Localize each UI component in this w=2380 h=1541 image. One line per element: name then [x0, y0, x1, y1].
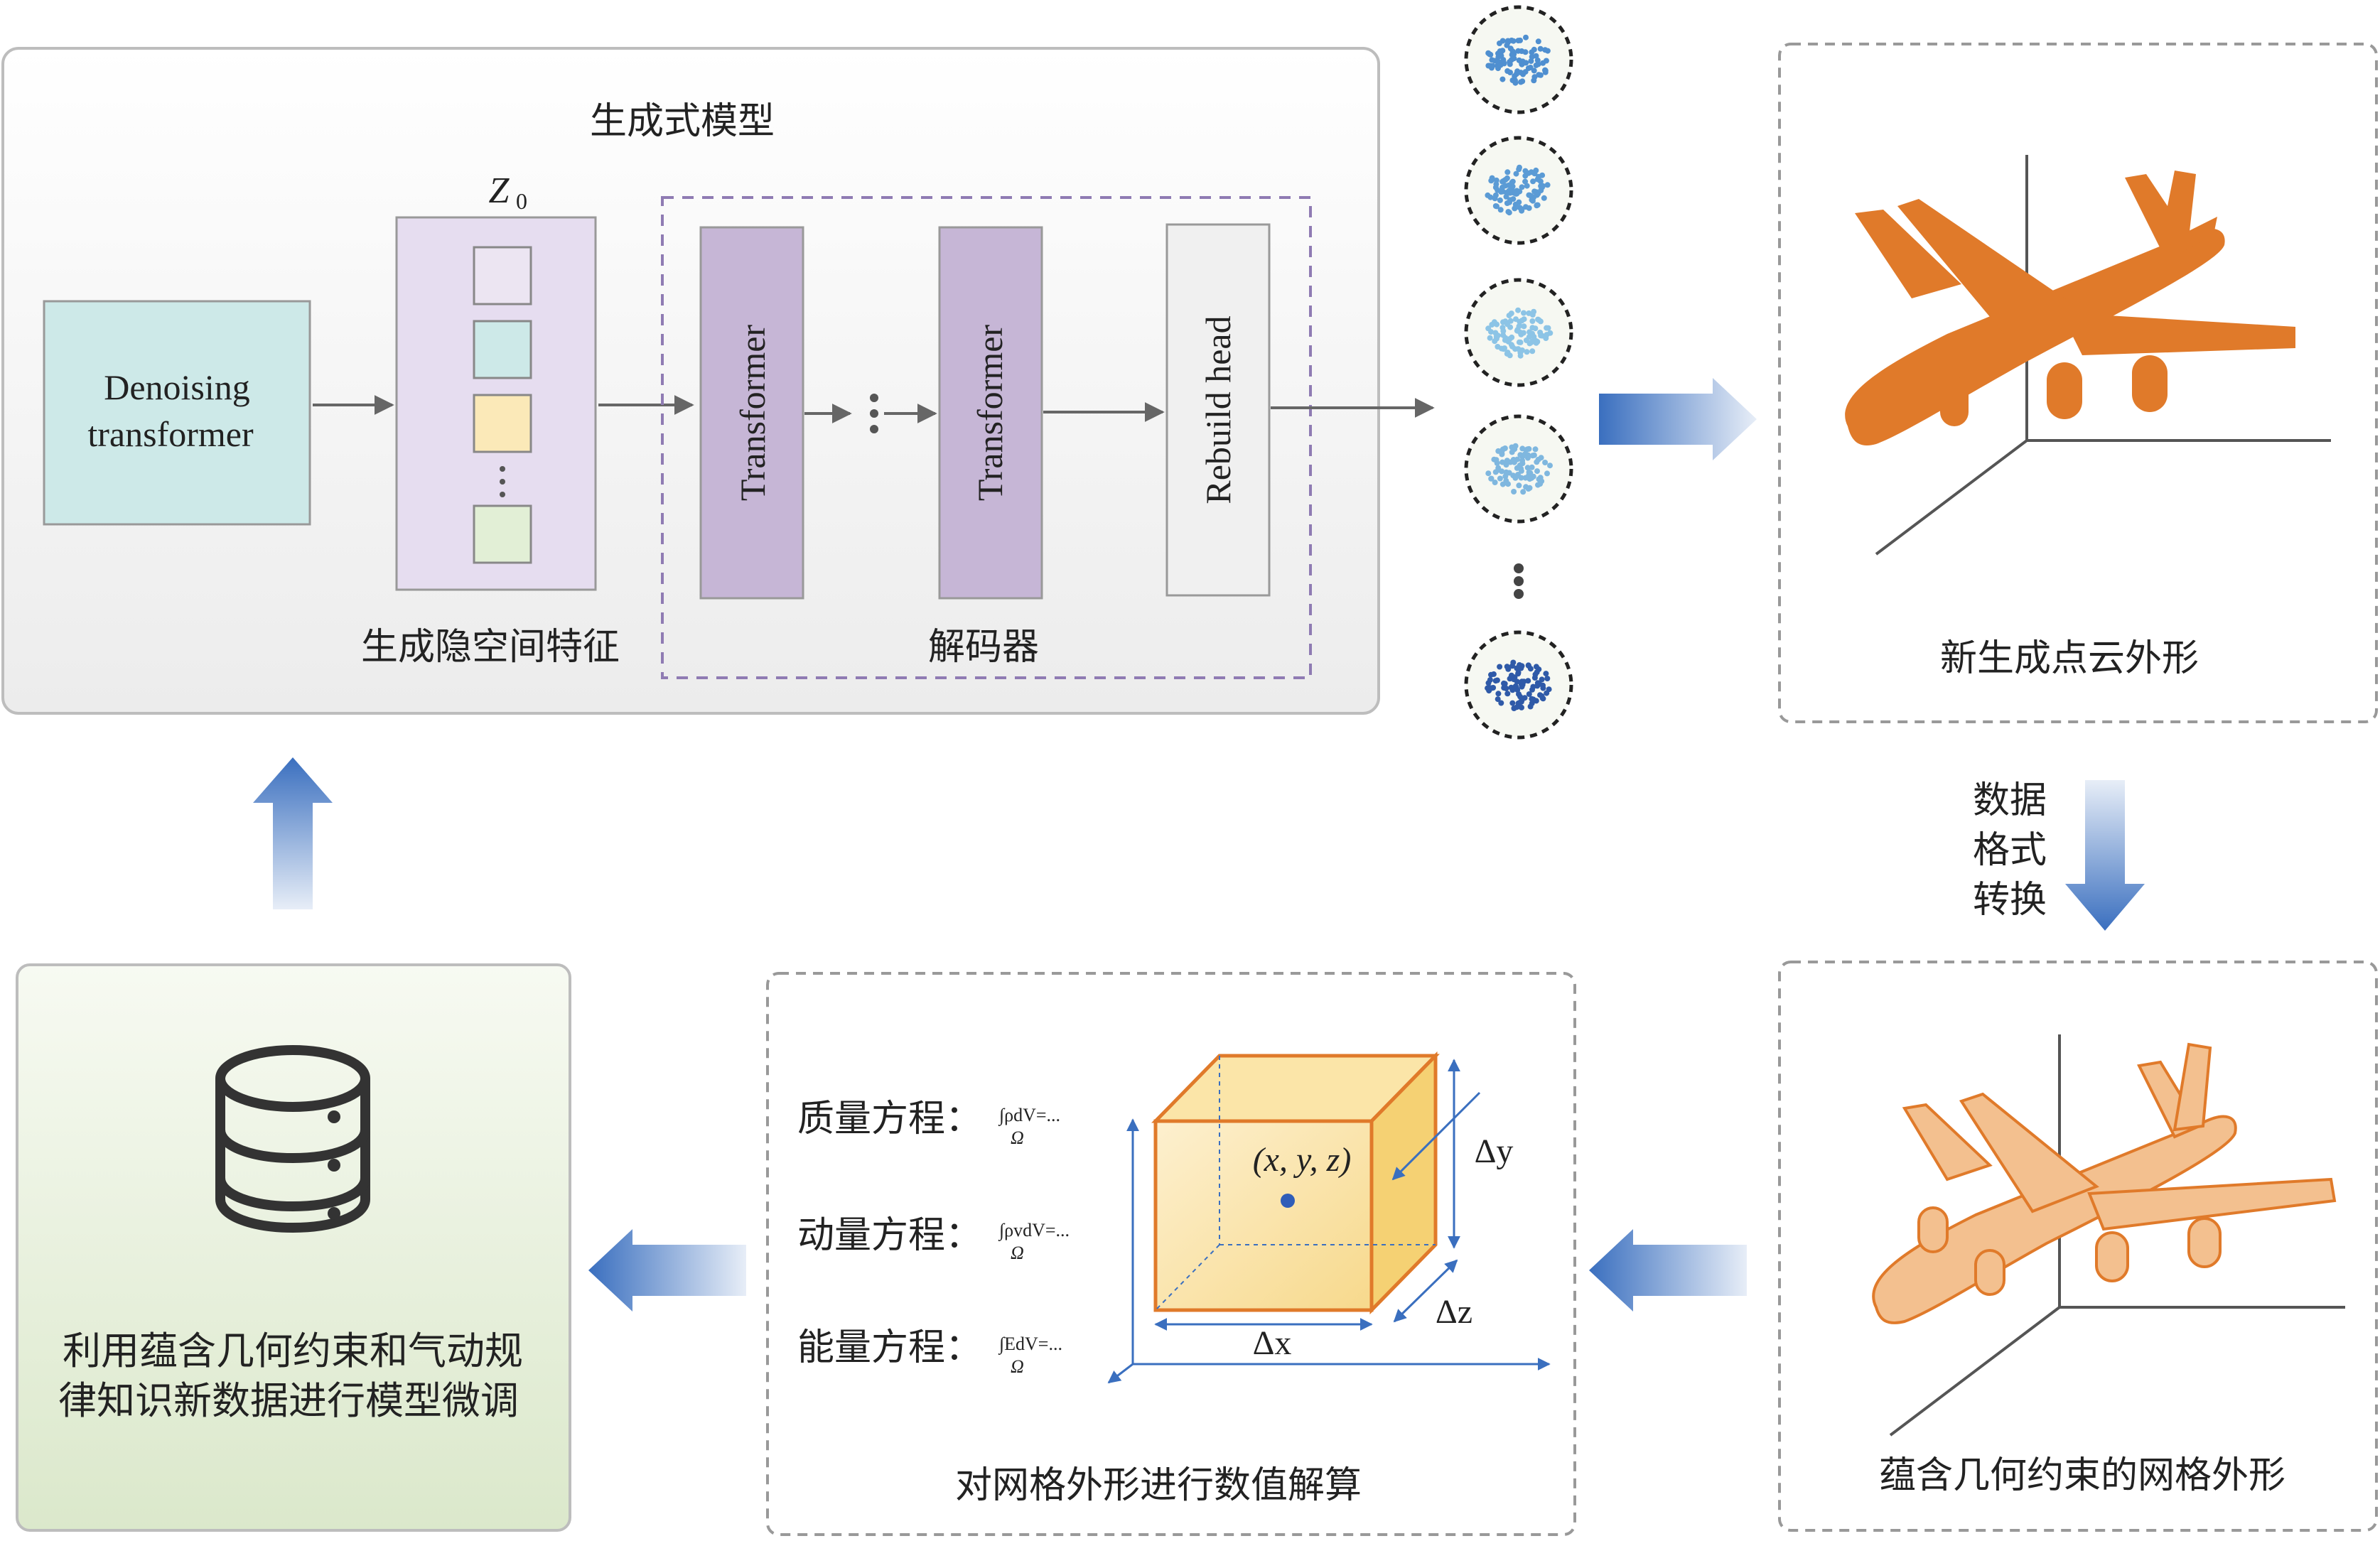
eq2-label: 动量方程： [797, 1214, 982, 1257]
denoising-label-line2: transformer [87, 414, 254, 454]
eq1-domain: Ω [1011, 1128, 1024, 1148]
dz-label: Δz [1436, 1293, 1472, 1331]
eq3-formula: ∫EdV=... [998, 1334, 1062, 1355]
arrow-down [2065, 780, 2145, 931]
denoising-transformer-block: Denoising transformer [43, 300, 311, 526]
numerical-solving-panel: 质量方程： ∫ρdV=... Ω 动量方程： ∫ρvdV=... Ω 能量方程：… [766, 972, 1576, 1536]
transformer-block-1 [699, 226, 804, 600]
eq3-domain: Ω [1011, 1356, 1024, 1377]
transformer-block-2 [938, 226, 1043, 600]
generative-model-title: 生成式模型 [590, 100, 775, 143]
latent-subscript: 0 [516, 188, 527, 214]
denoising-label-line1: Denoising [104, 367, 250, 407]
dx-label: Δx [1253, 1324, 1292, 1362]
arrow-left-to-numerical [1589, 1229, 1747, 1312]
airplane-point-cloud-icon [1845, 171, 2295, 446]
transformer-label-2: Transformer [970, 325, 1010, 501]
eq2-domain: Ω [1011, 1243, 1024, 1263]
finetune-line2: 律知识新数据进行模型微调 [58, 1378, 519, 1423]
center-point [1281, 1194, 1295, 1208]
finetune-panel: 利用蕴含几何约束和气动规 律知识新数据进行模型微调 [16, 963, 571, 1532]
conversion-line3: 转换 [1973, 879, 2047, 921]
decoder-block: Transformer Transformer Rebuild head 解码器 [661, 196, 1312, 679]
rebuild-head-block [1165, 223, 1271, 597]
database-icon [215, 1045, 370, 1233]
cube-axes [1107, 1118, 1551, 1384]
latent-cell [473, 246, 532, 306]
rebuild-head-label: Rebuild head [1198, 315, 1238, 504]
latent-cell [473, 394, 532, 453]
airplane-mesh-icon [1872, 1042, 2337, 1324]
arrow-left-to-finetune [588, 1229, 746, 1312]
latent-features-block: Z 0 生成隐空间特征 [361, 171, 620, 669]
latent-cell [473, 320, 532, 379]
format-conversion: 数据 格式 转换 [1973, 779, 2145, 931]
arrow-up [253, 757, 333, 909]
eq1-label: 质量方程： [797, 1098, 982, 1140]
conversion-line2: 格式 [1973, 829, 2047, 872]
arrow-right-to-new-cloud [1599, 378, 1757, 460]
decoder-caption: 解码器 [928, 626, 1039, 669]
eq1-formula: ∫ρdV=... [998, 1105, 1060, 1126]
eq2-formula: ∫ρvdV=... [998, 1220, 1070, 1241]
new-point-cloud-panel: 新生成点云外形 [1778, 43, 2378, 723]
latent-symbol: Z [489, 171, 510, 211]
finetune-line1: 利用蕴含几何约束和气动规 [63, 1329, 523, 1373]
latent-cell [473, 504, 532, 564]
conversion-line1: 数据 [1973, 779, 2047, 822]
numerical-caption: 对网格外形进行数值解算 [955, 1464, 1362, 1507]
mesh-caption: 蕴含几何约束的网格外形 [1879, 1454, 2285, 1497]
transformer-label-1: Transformer [733, 325, 772, 501]
latent-caption: 生成隐空间特征 [361, 626, 620, 669]
point-label: (x, y, z) [1253, 1141, 1352, 1179]
control-volume-cube: (x, y, z) [1151, 1051, 1481, 1315]
new-cloud-caption: 新生成点云外形 [1940, 637, 2199, 680]
mesh-panel: 蕴含几何约束的网格外形 [1778, 961, 2378, 1532]
dy-label: Δy [1475, 1132, 1514, 1170]
point-cloud-samples [1464, 5, 1573, 740]
eq3-label: 能量方程： [797, 1326, 982, 1369]
generative-model-panel: 生成式模型 Denoising transformer Z 0 生成隐空间特征 [1, 47, 1435, 715]
